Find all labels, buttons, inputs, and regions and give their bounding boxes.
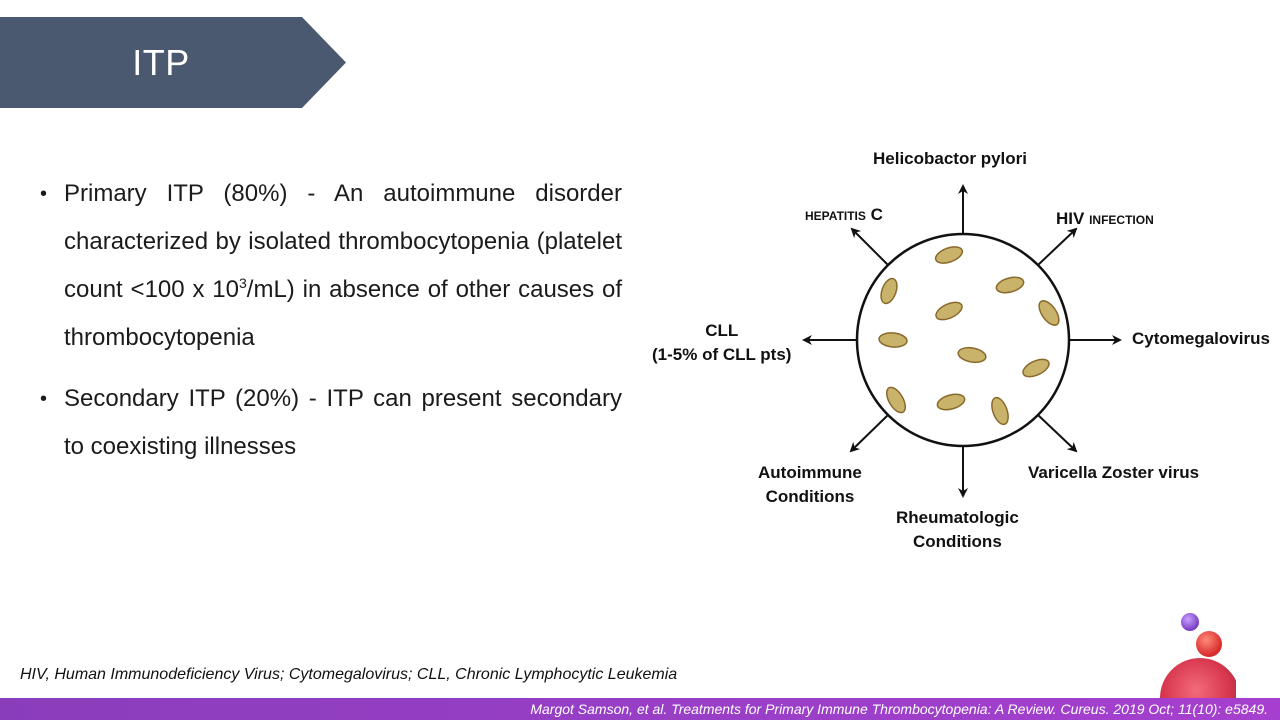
cause-cll-line1: CLL [705,321,739,340]
arrow-bottom-left [849,414,889,453]
platelet-icon [934,246,964,264]
cause-autoimmune-line1: Autoimmune [758,463,862,482]
banner-shape [0,17,346,108]
platelet-icon [1022,358,1050,378]
platelet-icon [880,277,898,305]
platelet-icon [991,396,1009,426]
cause-varicella-zoster: Varicella Zoster virus [1028,463,1200,482]
cause-rheumatologic-line2: Conditions [913,532,1002,551]
platelet-icon [878,332,908,348]
arrow-bottom-right [1037,414,1078,453]
bullet-list: • Primary ITP (80%) - An autoimmune diso… [40,170,622,471]
citation: Margot Samson, et al. Treatments for Pri… [530,701,1268,717]
itp-causes-diagram: Helicobactor pylori HEPATITIS C HIV INFE… [640,130,1280,570]
cause-hepatitis-c: HEPATITIS C [805,203,883,228]
bullet-text: Primary ITP (80%) - An autoimmune disord… [64,180,622,303]
title-banner: ITP [0,17,346,108]
cause-hepatitis-c-initial: H [805,209,814,223]
cause-cll: CLL (1-5% of CLL pts) [652,319,791,367]
bottom-bar: Margot Samson, et al. Treatments for Pri… [0,698,1280,720]
bullet-secondary-itp: • Secondary ITP (20%) - ITP can present … [40,375,622,471]
platelets [878,246,1060,426]
cause-helicobacter: Helicobactor pylori [873,149,1027,168]
cause-autoimmune-line2: Conditions [765,487,855,506]
platelet-icon [936,393,966,411]
cause-rheumatologic: Rheumatologic Conditions [896,506,1019,554]
cause-autoimmune: Autoimmune Conditions [758,461,862,509]
cause-hiv-label: HIV [1056,209,1085,228]
cause-cll-line2: (1-5% of CLL pts) [652,345,792,364]
platelet-icon [885,386,907,414]
bullet-text: Secondary ITP (20%) - ITP can present se… [64,385,622,460]
cause-hiv-infection: INFECTION [1089,213,1154,227]
bullet-dot-icon: • [40,388,48,410]
platelet-icon [1038,300,1060,326]
superscript: 3 [238,275,247,291]
diagram-graphic [802,184,1122,498]
cause-cytomegalovirus: Cytomegalovirus [1132,329,1270,348]
platelet-icon [935,301,963,321]
footnote-abbreviations: HIV, Human Immunodeficiency Virus; Cytom… [20,666,678,683]
brand-bubbles-logo [1160,613,1236,700]
platelet-icon [995,276,1025,294]
cause-rheumatologic-line1: Rheumatologic [896,508,1019,527]
cause-hepatitis-c-letter: C [870,205,883,224]
bullet-text-continued: /mL) in absence of other causes of throm… [64,276,623,351]
platelet-icon [957,346,987,364]
cause-hepatitis-c-rest: EPATITIS [813,209,866,223]
arrow-top-right [1037,227,1078,266]
slide-title: ITP [132,41,190,83]
cause-hiv: HIV INFECTION [1056,207,1154,232]
bullet-dot-icon: • [40,183,48,205]
arrow-top-left [850,227,889,266]
bullet-primary-itp: • Primary ITP (80%) - An autoimmune diso… [40,170,622,362]
